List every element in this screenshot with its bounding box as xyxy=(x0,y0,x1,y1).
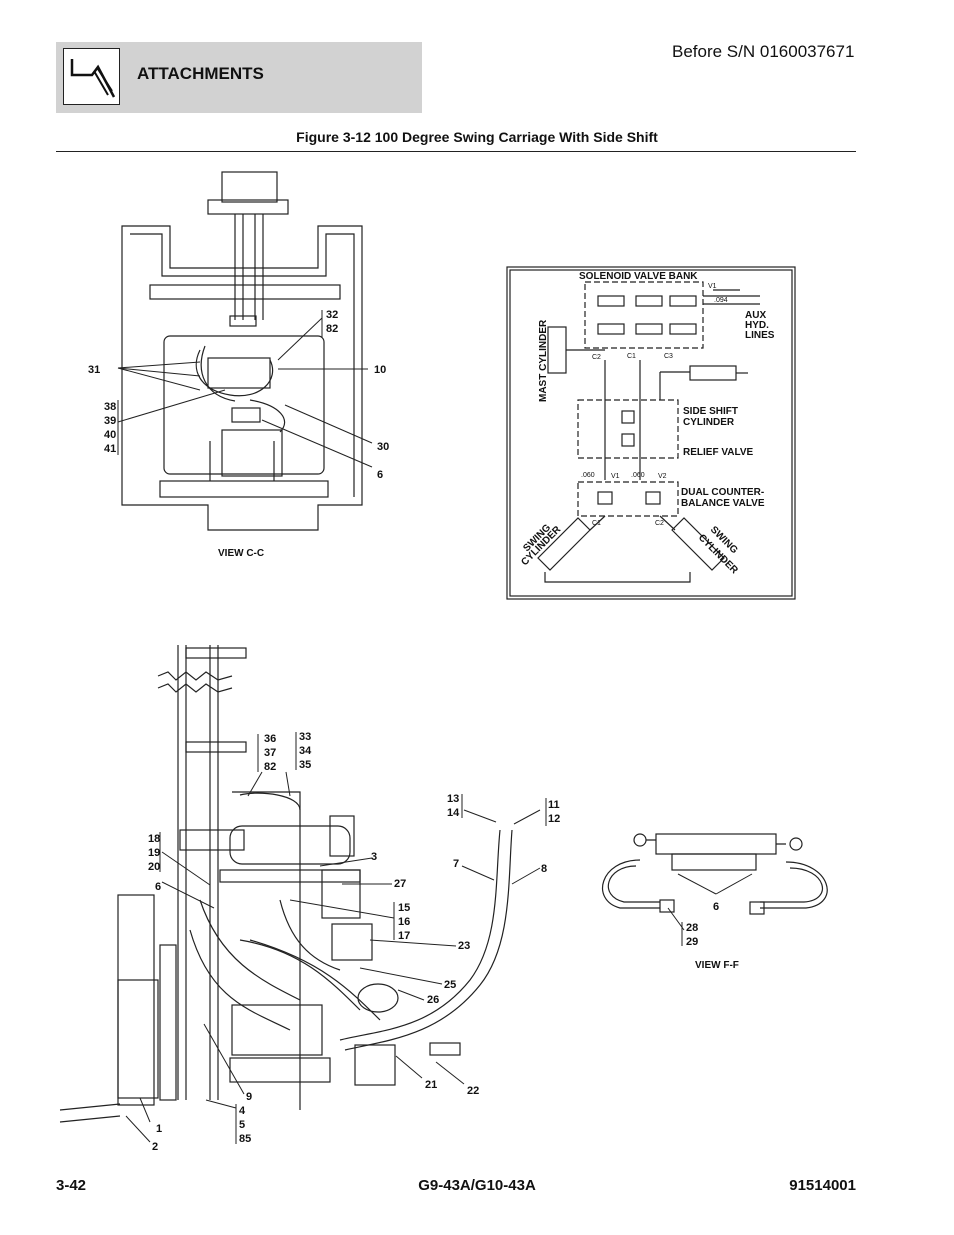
port-c2b-label: C2 xyxy=(655,520,664,527)
page-number: 3-42 xyxy=(56,1177,87,1194)
callout-3: 3 xyxy=(371,851,377,863)
orifice-060-b: .060 xyxy=(631,472,645,479)
solenoid-valve-bank-label: SOLENOID VALVE BANK xyxy=(579,271,698,282)
port-c2-label: C2 xyxy=(592,354,601,361)
aux-label: AUX xyxy=(745,310,766,321)
callout-14: 14 xyxy=(447,807,460,819)
callout-9: 9 xyxy=(246,1091,252,1103)
figure-title: Figure 3-12 100 Degree Swing Carriage Wi… xyxy=(296,129,658,145)
callout-20: 20 xyxy=(148,861,160,873)
view-ff-drawing xyxy=(602,833,828,915)
callout-17: 17 xyxy=(398,930,410,942)
callout-25: 25 xyxy=(444,979,456,991)
callout-5: 5 xyxy=(239,1119,245,1131)
callout-39: 39 xyxy=(104,415,116,427)
callout-19: 19 xyxy=(148,847,160,859)
port-v1-label: V1 xyxy=(708,283,717,290)
callout-12: 12 xyxy=(548,813,560,825)
callout-4: 4 xyxy=(239,1105,246,1117)
view-cc-drawing xyxy=(121,171,363,531)
callout-33: 33 xyxy=(299,731,311,743)
callout-37: 37 xyxy=(264,747,276,759)
main-assembly-drawing xyxy=(59,645,513,1123)
callout-28: 28 xyxy=(686,922,698,934)
callout-16: 16 xyxy=(398,916,410,928)
callout-6b: 6 xyxy=(155,881,161,893)
port-v1b-label: V1 xyxy=(611,473,620,480)
orifice-060-a: .060 xyxy=(581,472,595,479)
callout-85: 85 xyxy=(239,1133,251,1145)
callout-15: 15 xyxy=(398,902,410,914)
attachment-hand-icon xyxy=(63,48,120,105)
callout-23: 23 xyxy=(458,940,470,952)
callout-40: 40 xyxy=(104,429,116,441)
callout-36: 36 xyxy=(264,733,276,745)
port-c1-label: C1 xyxy=(627,353,636,360)
callout-6c: 6 xyxy=(713,901,719,913)
callout-21: 21 xyxy=(425,1079,437,1091)
document-part-number: 91514001 xyxy=(789,1177,856,1194)
mast-cylinder-label: MAST CYLINDER xyxy=(538,319,549,402)
port-v2-label: V2 xyxy=(658,473,667,480)
callout-11: 11 xyxy=(548,799,560,811)
callout-38: 38 xyxy=(104,401,116,413)
port-c1b-label: C1 xyxy=(592,520,601,527)
callout-8: 8 xyxy=(541,863,547,875)
side-shift-cylinder-label: CYLINDER xyxy=(683,417,735,428)
view-ff-label: VIEW F-F xyxy=(695,960,739,971)
callout-35: 35 xyxy=(299,759,311,771)
callout-7: 7 xyxy=(453,858,459,870)
title-divider xyxy=(56,151,856,152)
callout-1: 1 xyxy=(156,1123,162,1135)
callout-18: 18 xyxy=(148,833,160,845)
callout-26: 26 xyxy=(427,994,439,1006)
section-title: ATTACHMENTS xyxy=(137,64,264,83)
relief-valve-label: RELIEF VALVE xyxy=(683,447,754,458)
lines-label: LINES xyxy=(745,330,775,341)
callout-29: 29 xyxy=(686,936,698,948)
side-shift-label: SIDE SHIFT xyxy=(683,406,738,417)
orifice-094-label: .094 xyxy=(714,297,728,304)
callout-2: 2 xyxy=(152,1141,158,1153)
callout-82: 82 xyxy=(326,323,338,335)
callout-10: 10 xyxy=(374,364,386,376)
hydraulic-schematic xyxy=(506,266,796,600)
view-cc-label: VIEW C-C xyxy=(218,548,264,559)
callout-27: 27 xyxy=(394,878,406,890)
callout-34: 34 xyxy=(299,745,312,757)
callout-6: 6 xyxy=(377,469,383,481)
model-number: G9-43A/G10-43A xyxy=(418,1177,536,1194)
port-c3-label: C3 xyxy=(664,353,673,360)
serial-range: Before S/N 0160037671 xyxy=(672,42,855,61)
callout-41: 41 xyxy=(104,443,116,455)
callout-22: 22 xyxy=(467,1085,479,1097)
callout-82b: 82 xyxy=(264,761,276,773)
callout-31: 31 xyxy=(88,364,100,376)
balance-valve-label: BALANCE VALVE xyxy=(681,498,765,509)
dual-counterbalance-label: DUAL COUNTER- xyxy=(681,487,764,498)
callout-30: 30 xyxy=(377,441,389,453)
callout-32: 32 xyxy=(326,309,338,321)
callout-13: 13 xyxy=(447,793,459,805)
hyd-label: HYD. xyxy=(745,320,769,331)
